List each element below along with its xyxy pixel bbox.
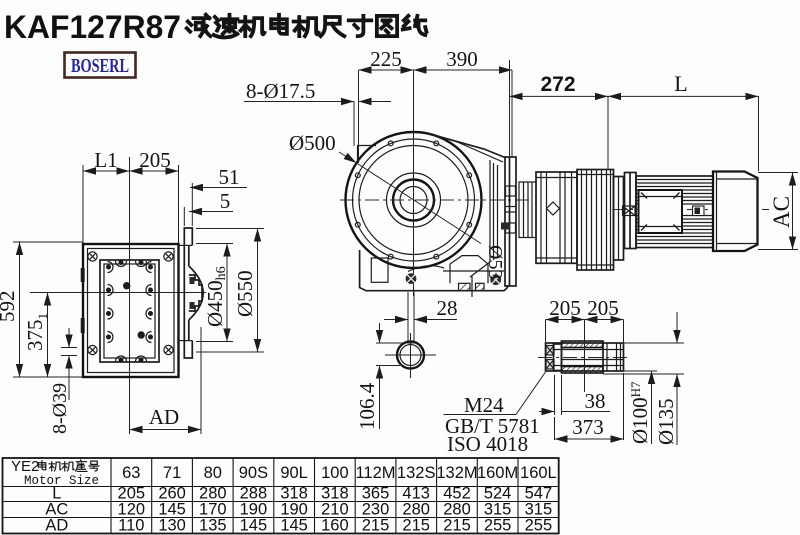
svg-text:413: 413 bbox=[402, 485, 430, 503]
svg-text:272: 272 bbox=[540, 73, 575, 96]
svg-text:KAF127R87: KAF127R87 bbox=[4, 9, 181, 45]
svg-text:547: 547 bbox=[525, 485, 553, 503]
svg-text:AD: AD bbox=[45, 517, 68, 535]
svg-text:3751: 3751 bbox=[23, 313, 50, 351]
svg-text:315: 315 bbox=[525, 501, 553, 519]
svg-text:Ø135: Ø135 bbox=[654, 398, 678, 445]
svg-text:205: 205 bbox=[549, 296, 581, 320]
svg-text:Ø550: Ø550 bbox=[233, 270, 257, 317]
svg-text:90S: 90S bbox=[239, 464, 268, 482]
svg-text:255: 255 bbox=[484, 517, 512, 535]
svg-text:Ø450h6: Ø450h6 bbox=[203, 266, 229, 327]
svg-text:Ø53: Ø53 bbox=[484, 245, 506, 279]
svg-text:132M: 132M bbox=[436, 464, 477, 482]
svg-text:8-Ø17.5: 8-Ø17.5 bbox=[246, 79, 315, 103]
svg-text:130: 130 bbox=[158, 517, 186, 535]
svg-text:120: 120 bbox=[118, 501, 146, 519]
svg-text:315: 315 bbox=[484, 501, 512, 519]
svg-text:AC: AC bbox=[45, 501, 68, 519]
svg-text:AD: AD bbox=[149, 405, 179, 429]
svg-text:51: 51 bbox=[219, 165, 240, 189]
svg-text:Motor Size: Motor Size bbox=[24, 474, 99, 488]
svg-text:170: 170 bbox=[199, 501, 227, 519]
svg-text:145: 145 bbox=[158, 501, 186, 519]
svg-text:ISO 4018: ISO 4018 bbox=[447, 432, 528, 456]
svg-text:63: 63 bbox=[122, 464, 140, 482]
svg-text:452: 452 bbox=[443, 485, 471, 503]
svg-text:160L: 160L bbox=[520, 464, 557, 482]
svg-text:280: 280 bbox=[199, 485, 227, 503]
svg-text:205: 205 bbox=[139, 148, 171, 172]
svg-text:215: 215 bbox=[362, 517, 390, 535]
svg-text:Ø500: Ø500 bbox=[289, 131, 336, 155]
svg-text:160M: 160M bbox=[477, 464, 518, 482]
svg-text:BOSERL: BOSERL bbox=[71, 55, 129, 77]
svg-text:71: 71 bbox=[163, 464, 181, 482]
svg-text:280: 280 bbox=[402, 501, 430, 519]
svg-text:L: L bbox=[52, 485, 61, 503]
svg-text:110: 110 bbox=[118, 517, 144, 535]
svg-text:390: 390 bbox=[446, 47, 478, 71]
svg-text:AC: AC bbox=[769, 196, 794, 228]
svg-text:132S: 132S bbox=[397, 464, 436, 482]
svg-text:260: 260 bbox=[158, 485, 186, 503]
svg-text:205: 205 bbox=[587, 296, 619, 320]
svg-text:GB/T 5781: GB/T 5781 bbox=[445, 414, 540, 438]
svg-text:225: 225 bbox=[370, 47, 402, 71]
svg-text:YE2: YE2 bbox=[11, 458, 39, 475]
svg-text:215: 215 bbox=[443, 517, 471, 535]
svg-text:90L: 90L bbox=[280, 464, 308, 482]
svg-text:100: 100 bbox=[321, 464, 349, 482]
svg-text:318: 318 bbox=[321, 485, 349, 503]
svg-text:80: 80 bbox=[204, 464, 222, 482]
svg-text:Ø100H7: Ø100H7 bbox=[628, 381, 652, 444]
svg-text:524: 524 bbox=[484, 485, 512, 503]
svg-text:210: 210 bbox=[321, 501, 349, 519]
svg-text:592: 592 bbox=[0, 291, 19, 323]
svg-text:205: 205 bbox=[118, 485, 146, 503]
svg-text:365: 365 bbox=[362, 485, 390, 503]
svg-text:190: 190 bbox=[280, 501, 308, 519]
svg-text:230: 230 bbox=[362, 501, 390, 519]
svg-text:28: 28 bbox=[437, 296, 458, 320]
svg-text:190: 190 bbox=[240, 501, 268, 519]
svg-text:112M: 112M bbox=[355, 464, 395, 482]
svg-text:8-Ø39: 8-Ø39 bbox=[49, 383, 71, 434]
svg-text:135: 135 bbox=[199, 517, 227, 535]
svg-text:255: 255 bbox=[525, 517, 553, 535]
svg-text:280: 280 bbox=[443, 501, 471, 519]
svg-text:5: 5 bbox=[220, 189, 231, 213]
svg-text:L1: L1 bbox=[94, 148, 117, 172]
svg-text:M24: M24 bbox=[464, 393, 504, 417]
svg-text:106.4: 106.4 bbox=[355, 382, 379, 430]
svg-text:L: L bbox=[674, 71, 687, 96]
svg-text:318: 318 bbox=[280, 485, 308, 503]
svg-text:160: 160 bbox=[321, 517, 349, 535]
svg-text:373: 373 bbox=[572, 415, 604, 439]
svg-text:38: 38 bbox=[585, 389, 606, 413]
svg-text:145: 145 bbox=[280, 517, 308, 535]
svg-text:145: 145 bbox=[240, 517, 268, 535]
svg-text:215: 215 bbox=[402, 517, 430, 535]
svg-text:288: 288 bbox=[240, 485, 268, 503]
